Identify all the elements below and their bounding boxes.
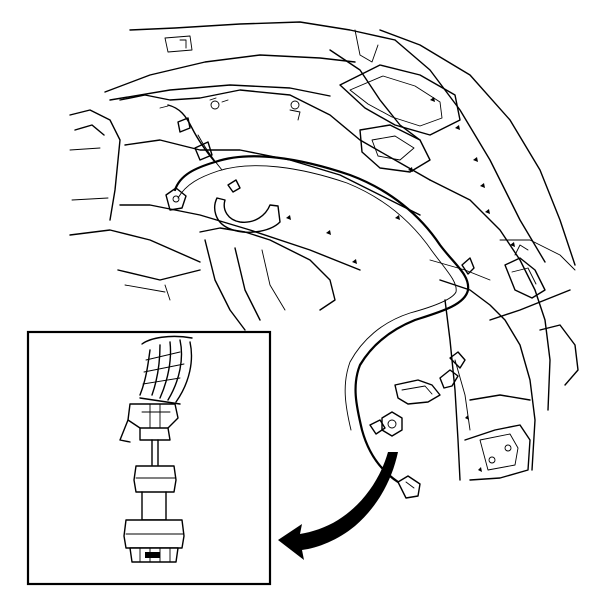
refrigerant-line (165, 104, 475, 499)
detail-inset (26, 330, 272, 586)
pressure-switch (123, 465, 185, 563)
vehicle-body-structure (69, 21, 579, 481)
wire-harness-connector (119, 335, 193, 466)
callout-arrow (278, 452, 398, 560)
